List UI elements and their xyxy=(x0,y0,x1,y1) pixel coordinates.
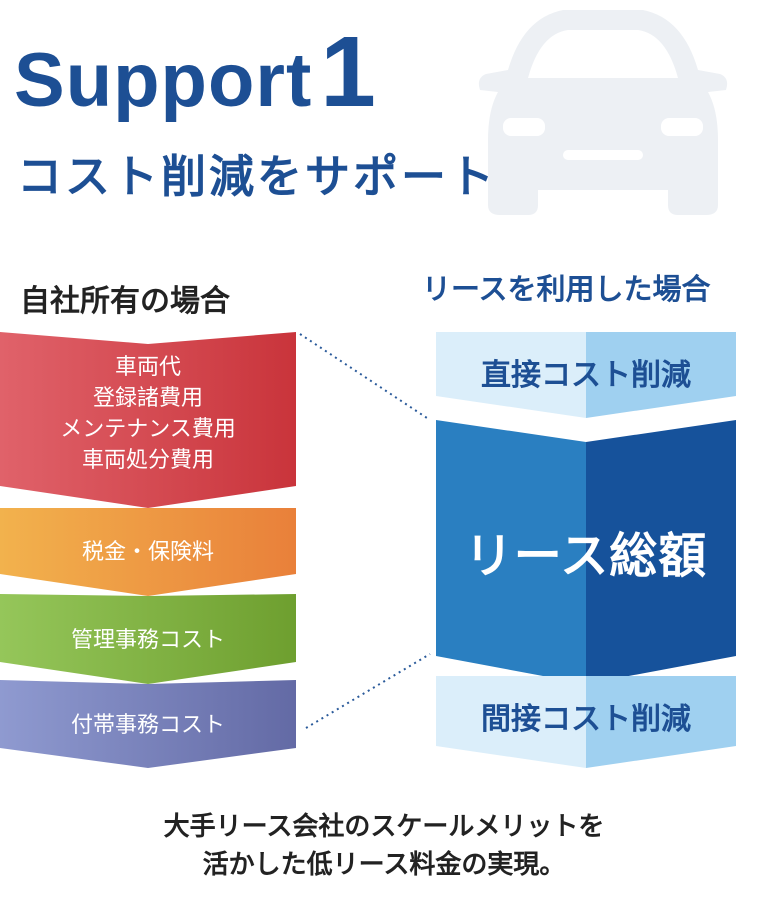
management-cost-block xyxy=(0,594,296,684)
connector-bottom xyxy=(305,653,431,729)
indirect-reduction-block-right xyxy=(586,676,736,768)
lease-case-heading: リースを利用した場合 xyxy=(422,272,711,306)
indirect-reduction-block xyxy=(436,676,586,768)
cost-item: 車両代 xyxy=(114,355,181,380)
car-silhouette-icon xyxy=(478,10,728,215)
footer-message: 大手リース会社のスケールメリットを 活かした低リース料金の実現。 xyxy=(0,808,768,884)
title-number: 1 xyxy=(320,16,376,128)
tax-insurance-label: 税金・保険料 xyxy=(81,540,214,565)
direct-reduction-block-right xyxy=(586,332,736,418)
ancillary-cost-block xyxy=(0,680,296,768)
cost-item: メンテナンス費用 xyxy=(60,417,236,442)
page-subtitle: コスト削減をサポート xyxy=(17,150,498,203)
cost-item: 車両処分費用 xyxy=(81,448,214,473)
connector-top xyxy=(299,333,431,421)
tax-insurance-block xyxy=(0,508,296,596)
direct-reduction-label: 直接コスト削減 xyxy=(481,358,691,393)
lease-total-block xyxy=(436,420,586,684)
lease-total-label: リース総額 xyxy=(464,528,708,584)
cost-item: 登録諸費用 xyxy=(92,386,203,411)
vehicle-costs-block xyxy=(0,332,296,508)
page-title: Support1 xyxy=(14,22,376,122)
vehicle-cost-items: 車両代 登録諸費用 メンテナンス費用 車両処分費用 xyxy=(0,352,296,476)
ancillary-cost-label: 付帯事務コスト xyxy=(70,713,225,738)
own-case-heading: 自社所有の場合 xyxy=(20,284,230,319)
lease-total-block-right xyxy=(586,420,736,684)
direct-reduction-block xyxy=(436,332,586,418)
management-cost-label: 管理事務コスト xyxy=(70,628,225,653)
footer-line: 活かした低リース料金の実現。 xyxy=(202,850,566,880)
footer-line: 大手リース会社のスケールメリットを xyxy=(163,812,605,842)
indirect-reduction-label: 間接コスト削減 xyxy=(481,702,691,737)
title-word: Support xyxy=(14,38,313,123)
